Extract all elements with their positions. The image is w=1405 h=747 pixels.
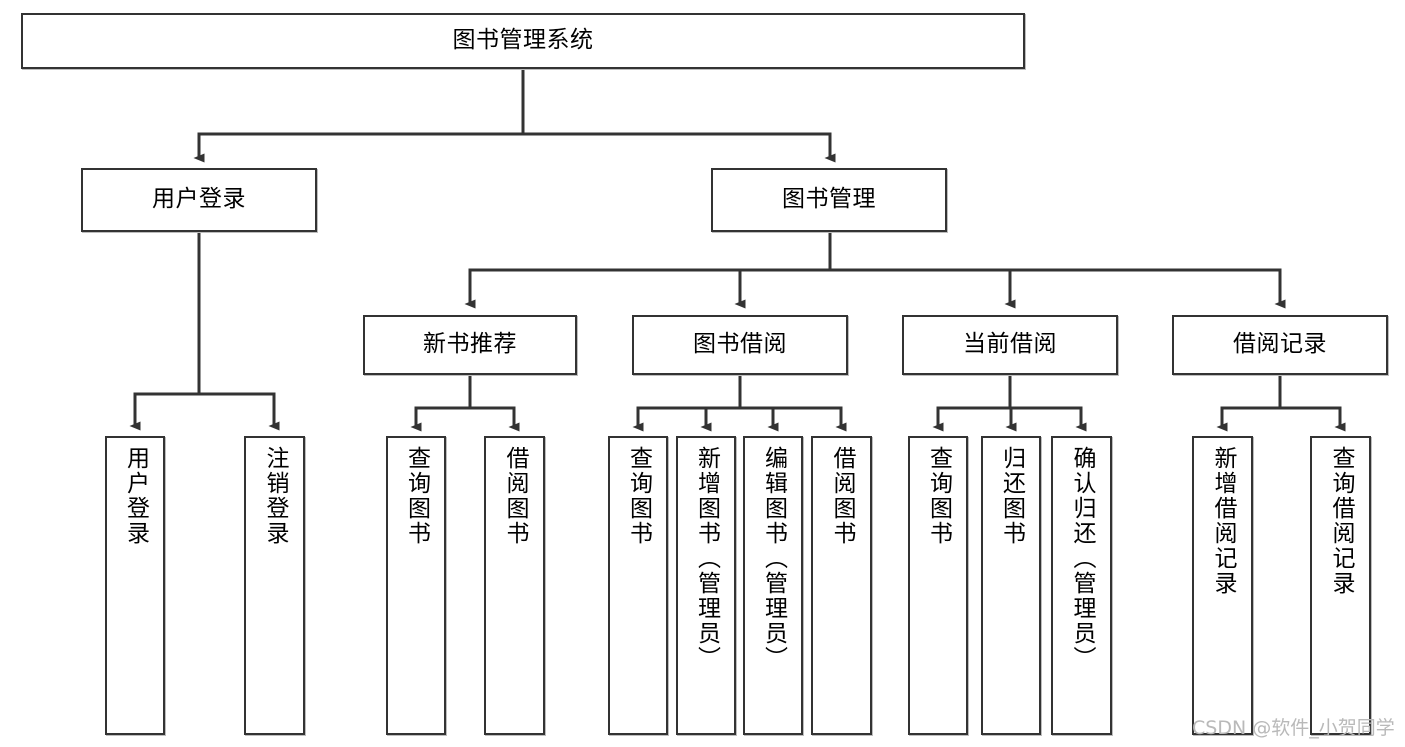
node-leaf-edit-book[interactable]: 编辑图书（管理员）: [743, 436, 803, 735]
node-root-system[interactable]: 图书管理系统: [21, 13, 1025, 69]
node-label: 图书借阅: [693, 331, 787, 358]
node-label: 借阅记录: [1233, 331, 1327, 358]
node-leaf-query-borrow-record[interactable]: 查询借阅记录: [1310, 436, 1371, 735]
node-leaf-return-book[interactable]: 归还图书: [981, 436, 1041, 735]
node-label: 新书推荐: [423, 331, 517, 358]
node-leaf-user-login[interactable]: 用户登录: [105, 436, 165, 735]
node-leaf-add-book[interactable]: 新增图书（管理员）: [676, 436, 736, 735]
node-label: 归还图书: [998, 446, 1025, 546]
csdn-watermark: CSDN @软件_小贺同学: [1192, 717, 1395, 739]
node-label: 注销登录: [262, 446, 288, 546]
node-label: 查询图书: [925, 446, 952, 546]
node-label: 确认归还（管理员）: [1069, 446, 1095, 671]
node-label: 用户登录: [152, 186, 246, 213]
node-label: 查询图书: [625, 446, 652, 546]
node-user-login[interactable]: 用户登录: [81, 168, 317, 232]
node-label: 用户登录: [122, 446, 149, 546]
node-leaf-query-book-recommend[interactable]: 查询图书: [386, 436, 446, 735]
node-label: 当前借阅: [963, 331, 1057, 358]
node-leaf-query-book-current[interactable]: 查询图书: [908, 436, 968, 735]
node-label: 编辑图书（管理员）: [760, 446, 787, 671]
node-label: 图书管理系统: [452, 27, 594, 54]
node-leaf-borrow-book[interactable]: 借阅图书: [811, 436, 872, 735]
node-label: 图书管理: [782, 186, 876, 213]
node-label: 新增图书（管理员）: [693, 446, 720, 671]
node-label: 查询借阅记录: [1328, 446, 1354, 596]
node-leaf-query-book-borrow[interactable]: 查询图书: [608, 436, 668, 735]
node-leaf-add-borrow-record[interactable]: 新增借阅记录: [1192, 436, 1253, 735]
node-book-borrow[interactable]: 图书借阅: [632, 315, 848, 375]
node-label: 查询图书: [403, 446, 430, 546]
node-book-manage[interactable]: 图书管理: [711, 168, 947, 232]
node-new-book-recommend[interactable]: 新书推荐: [363, 315, 577, 375]
node-current-borrow[interactable]: 当前借阅: [902, 315, 1118, 375]
node-label: 新增借阅记录: [1210, 446, 1236, 596]
node-label: 借阅图书: [502, 446, 528, 546]
node-label: 借阅图书: [829, 446, 855, 546]
node-leaf-confirm-return[interactable]: 确认归还（管理员）: [1051, 436, 1112, 735]
node-leaf-borrow-book-recommend[interactable]: 借阅图书: [484, 436, 545, 735]
node-borrow-record[interactable]: 借阅记录: [1172, 315, 1388, 375]
node-leaf-logout[interactable]: 注销登录: [244, 436, 305, 735]
